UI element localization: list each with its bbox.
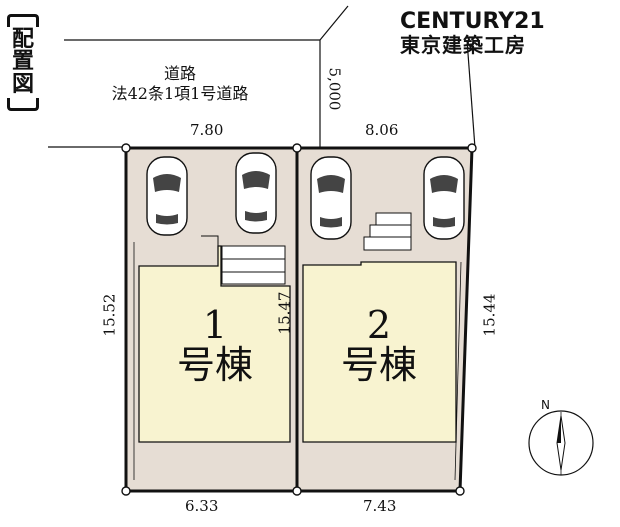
dimension-left-side: 15.52	[100, 293, 119, 337]
house-1-wall	[201, 235, 219, 246]
unit-number: 1	[202, 303, 228, 347]
layout-label: 配 置 図	[6, 14, 40, 150]
compass-icon	[528, 410, 594, 476]
north-label: N	[541, 398, 550, 412]
dimension-middle: 15.47	[275, 291, 294, 335]
brand-name: CENTURY21	[400, 9, 545, 34]
road-edge-line	[466, 39, 476, 149]
bracket-top	[7, 14, 39, 27]
unit-1-label: 1 号棟	[160, 303, 270, 387]
house-2-steps	[363, 212, 412, 251]
house-1-footprint	[138, 245, 291, 443]
brand-office: 東京建築工房	[400, 33, 526, 57]
bracket-bottom	[7, 98, 39, 112]
road-type: 法42条1項1号道路	[111, 84, 249, 103]
unit-suffix: 号棟	[176, 342, 253, 387]
house-1-steps	[221, 245, 286, 285]
unit-number: 2	[366, 303, 392, 347]
dimension-right-side: 15.44	[480, 293, 499, 337]
road-title: 道路	[163, 64, 196, 83]
car	[423, 156, 465, 240]
setback-line	[454, 261, 462, 481]
unit-2-label: 2 号棟	[324, 303, 434, 387]
dimension-bottom-left: 6.33	[185, 497, 219, 515]
boundary-marker	[121, 143, 477, 496]
car	[310, 156, 352, 240]
road-width-dimension: 5,000	[325, 67, 344, 111]
label-char: 図	[11, 71, 34, 97]
unit-suffix: 号棟	[340, 342, 417, 387]
brand-logo: CENTURY21 東京建築工房	[400, 9, 545, 57]
label-char: 置	[11, 49, 34, 75]
road-edge-line	[319, 5, 349, 41]
label-char: 配	[11, 27, 34, 52]
dimension-top-left: 7.80	[190, 121, 224, 139]
road-label: 道路 法42条1項1号道路	[80, 64, 280, 104]
car	[235, 152, 277, 234]
car	[146, 156, 188, 236]
house-2-footprint	[302, 261, 457, 443]
dimension-top-right: 8.06	[365, 121, 399, 139]
dimension-bottom-right: 7.43	[363, 497, 397, 515]
